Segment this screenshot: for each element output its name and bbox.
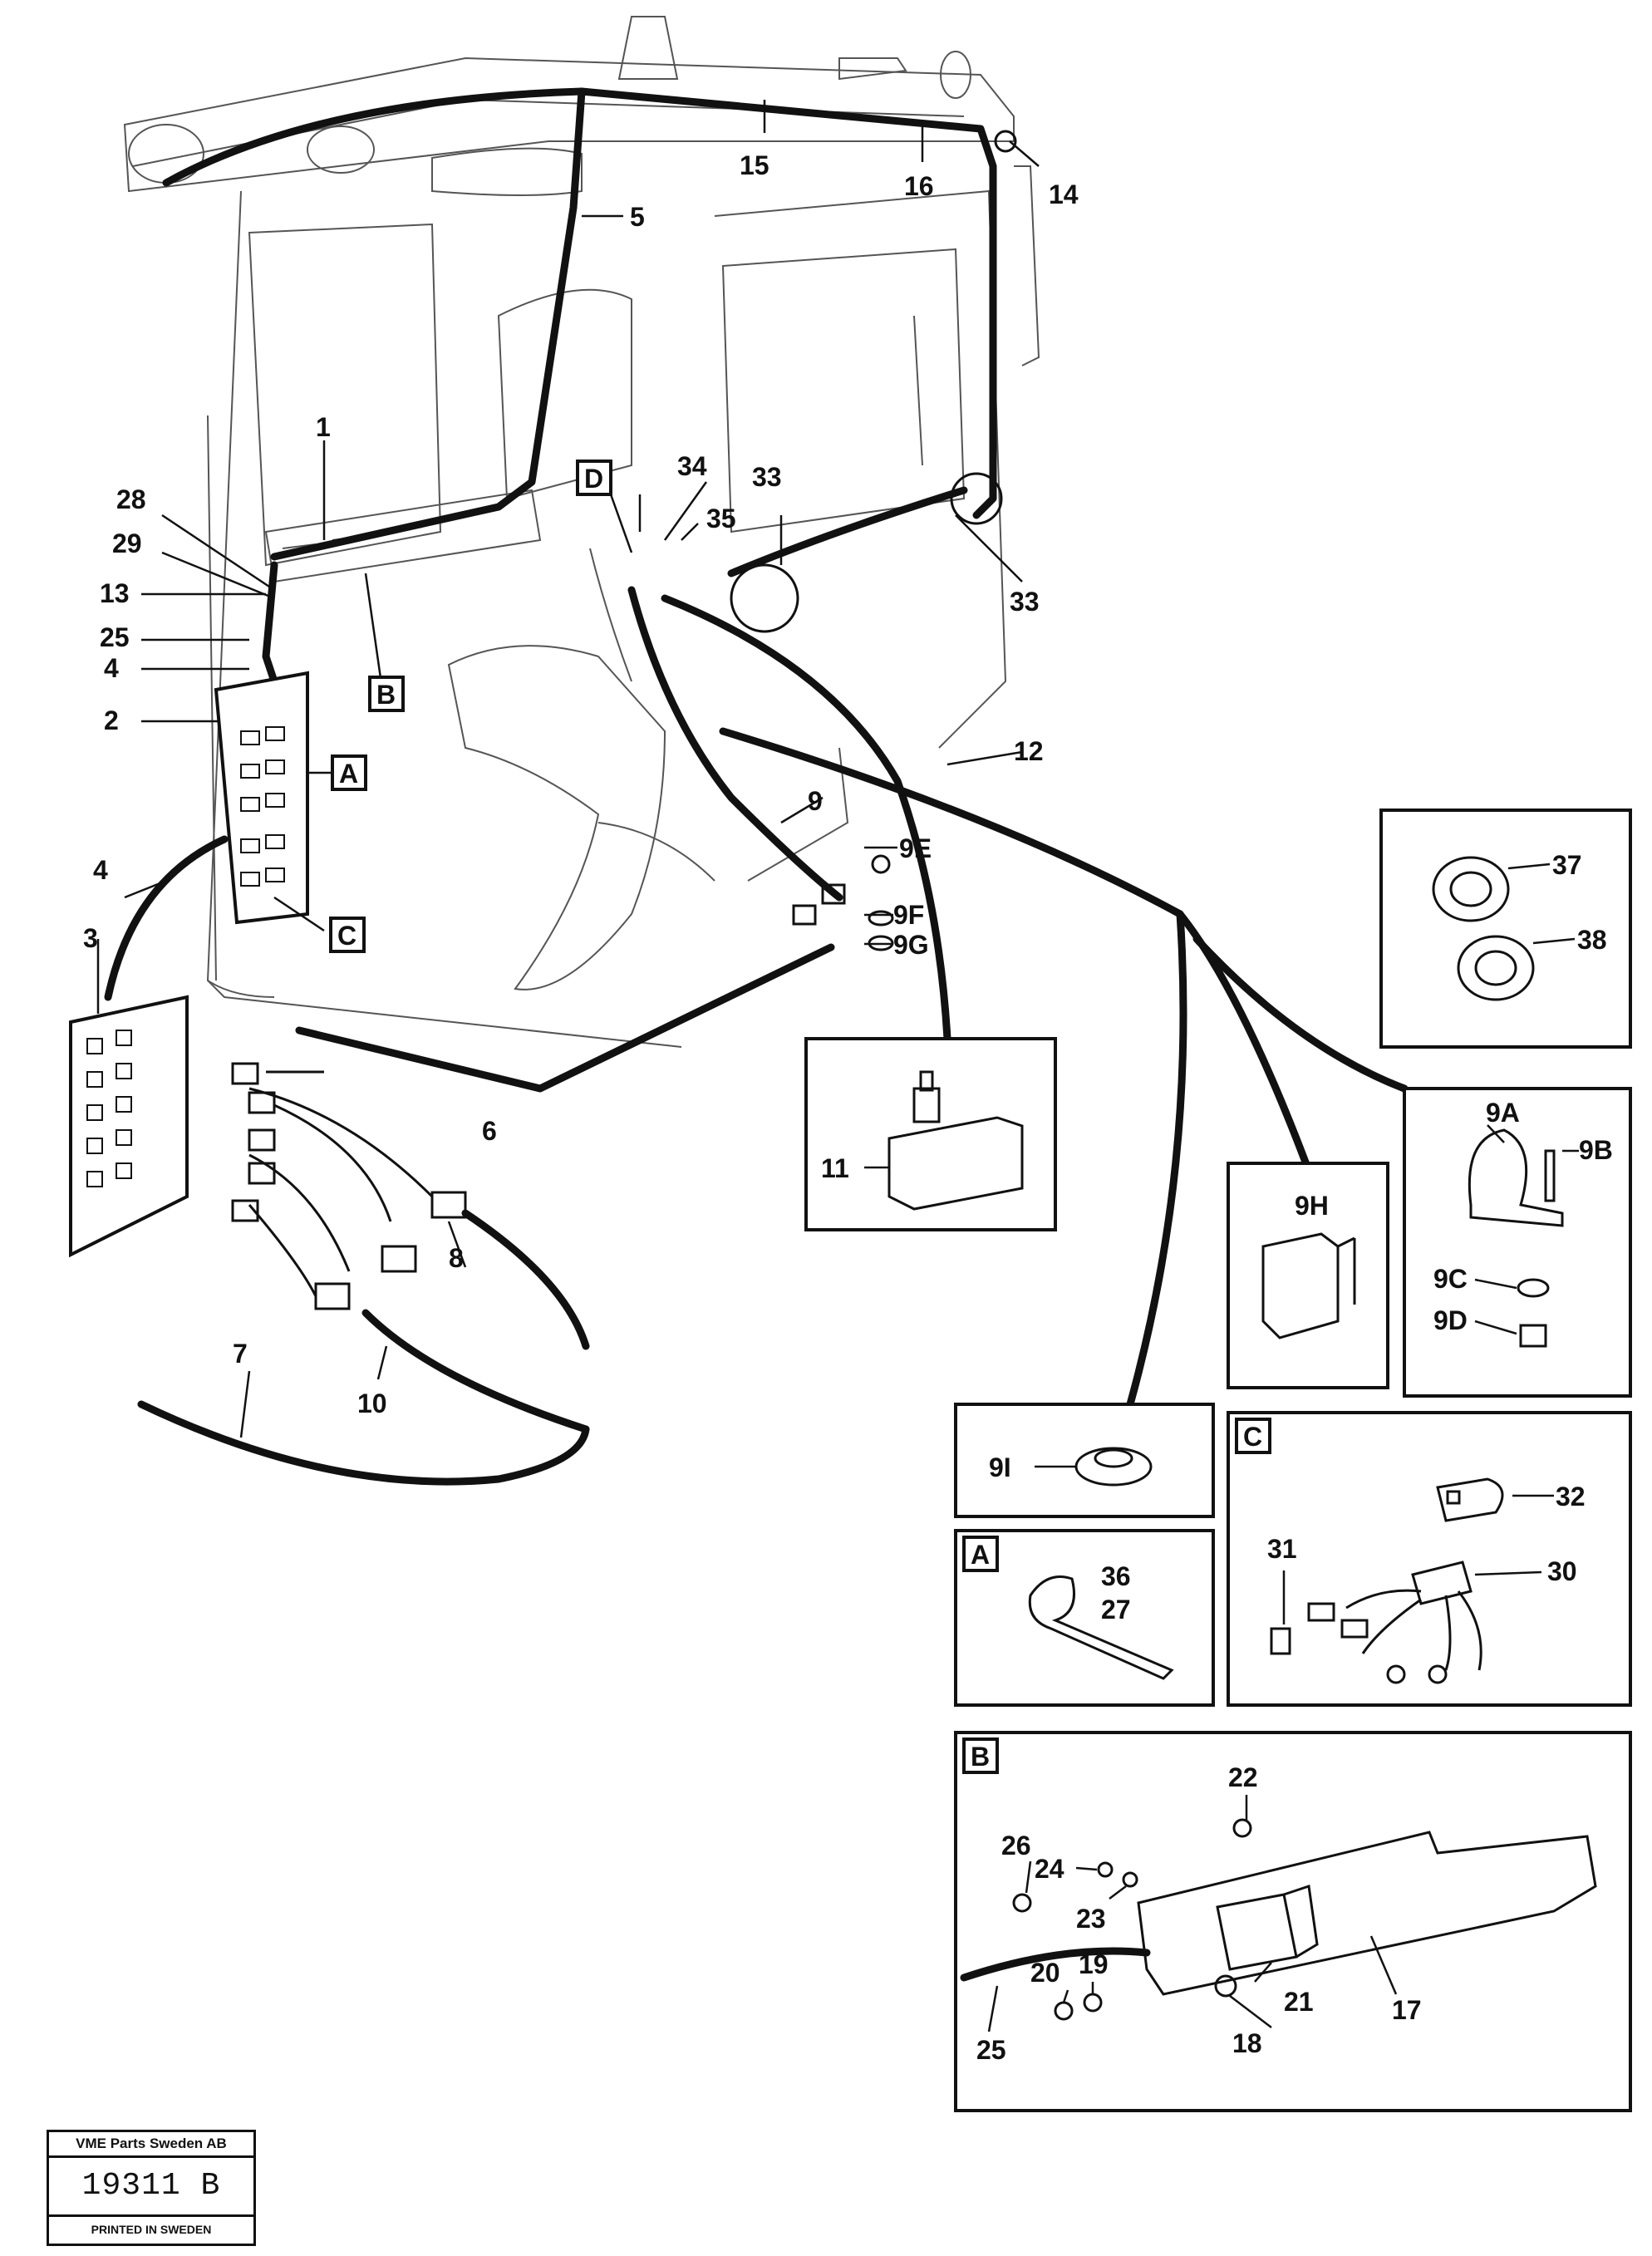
callout-28: 28 xyxy=(116,484,146,514)
inset-tag-c: C xyxy=(1243,1422,1262,1452)
inset-grommets: 37 38 xyxy=(1379,809,1632,1049)
callout-9f: 9F xyxy=(893,900,924,930)
callout-14: 14 xyxy=(1049,179,1079,209)
main-harness xyxy=(104,87,1409,1486)
label-25: 25 xyxy=(976,2035,1006,2065)
label-19: 19 xyxy=(1079,1949,1109,1979)
callout-10: 10 xyxy=(357,1388,387,1418)
callout-6: 6 xyxy=(482,1116,497,1146)
callout-34: 34 xyxy=(677,451,707,481)
harness-connectors xyxy=(231,130,1017,1310)
inset-clamp: 9A 9B 9C 9D xyxy=(1403,1087,1632,1398)
company-name: VME Parts Sweden AB xyxy=(49,2132,253,2158)
cover-panel-3 xyxy=(69,995,189,1258)
callout-33-lower: 33 xyxy=(1010,587,1040,617)
label-9d: 9D xyxy=(1433,1305,1468,1335)
callout-7: 7 xyxy=(233,1339,248,1369)
label-18: 18 xyxy=(1232,2028,1262,2058)
inset-tag-b: B xyxy=(971,1742,990,1772)
callout-1: 1 xyxy=(316,412,331,442)
label-11: 11 xyxy=(821,1153,849,1183)
inset-b: B 22 26 24 23 21 17 18 19 20 2 xyxy=(954,1731,1632,2112)
label-9b: 9B xyxy=(1579,1135,1613,1165)
inset-c: C 32 30 31 xyxy=(1227,1411,1632,1707)
tag-b-main: B xyxy=(376,680,396,710)
label-23: 23 xyxy=(1076,1904,1106,1934)
label-20: 20 xyxy=(1030,1958,1060,1988)
tag-a-main: A xyxy=(339,759,358,789)
callout-9e: 9E xyxy=(899,833,932,863)
callout-4-upper: 4 xyxy=(104,653,119,683)
callout-33-upper: 33 xyxy=(752,462,782,492)
label-32: 32 xyxy=(1556,1482,1586,1511)
label-21: 21 xyxy=(1284,1987,1314,2017)
callout-8: 8 xyxy=(449,1243,464,1273)
inset-a: A 36 27 xyxy=(954,1529,1215,1707)
label-27: 27 xyxy=(1101,1595,1131,1624)
inset-tag-a: A xyxy=(971,1540,990,1570)
callout-3: 3 xyxy=(83,923,98,953)
callout-15: 15 xyxy=(740,150,769,180)
tag-c-main: C xyxy=(337,921,356,951)
printed-in: PRINTED IN SWEDEN xyxy=(91,2223,212,2236)
callout-25: 25 xyxy=(100,622,130,652)
label-24: 24 xyxy=(1035,1854,1064,1884)
callout-9: 9 xyxy=(808,786,823,816)
label-31: 31 xyxy=(1267,1534,1297,1564)
tag-d: D xyxy=(584,464,603,494)
main-detail-tags: D A B C xyxy=(329,460,633,953)
main-callouts: 1 28 29 13 25 4 2 4 3 5 6 7 8 10 9 9E 9F… xyxy=(83,150,1079,1418)
label-9h: 9H xyxy=(1295,1191,1329,1221)
label-9i: 9I xyxy=(989,1452,1011,1482)
callout-2: 2 xyxy=(104,705,119,735)
inset-switch: 11 xyxy=(804,1037,1057,1231)
label-38: 38 xyxy=(1577,925,1607,955)
title-block: VME Parts Sweden AB 19311 B PRINTED IN S… xyxy=(47,2130,256,2246)
label-30: 30 xyxy=(1547,1556,1577,1586)
callout-9g: 9G xyxy=(893,930,929,960)
callout-13: 13 xyxy=(100,578,130,608)
inset-9h: 9H xyxy=(1227,1162,1389,1389)
callout-leaders xyxy=(96,100,1040,1438)
label-22: 22 xyxy=(1228,1762,1258,1792)
label-9a: 9A xyxy=(1486,1098,1520,1128)
label-36: 36 xyxy=(1101,1561,1131,1591)
label-26: 26 xyxy=(1001,1831,1031,1860)
callout-29: 29 xyxy=(112,528,142,558)
label-9c: 9C xyxy=(1433,1264,1468,1294)
callout-12: 12 xyxy=(1014,736,1044,766)
label-37: 37 xyxy=(1552,850,1582,880)
drawing-number: 19311 B xyxy=(49,2158,253,2217)
callout-16: 16 xyxy=(904,171,934,201)
callout-5: 5 xyxy=(630,202,645,232)
label-17: 17 xyxy=(1392,1995,1422,2025)
cab-outline xyxy=(123,16,1040,1048)
inset-9i: 9I xyxy=(954,1403,1215,1518)
callout-35: 35 xyxy=(706,504,736,533)
callout-4-lower: 4 xyxy=(93,855,108,885)
fuse-panel-2 xyxy=(214,671,309,925)
